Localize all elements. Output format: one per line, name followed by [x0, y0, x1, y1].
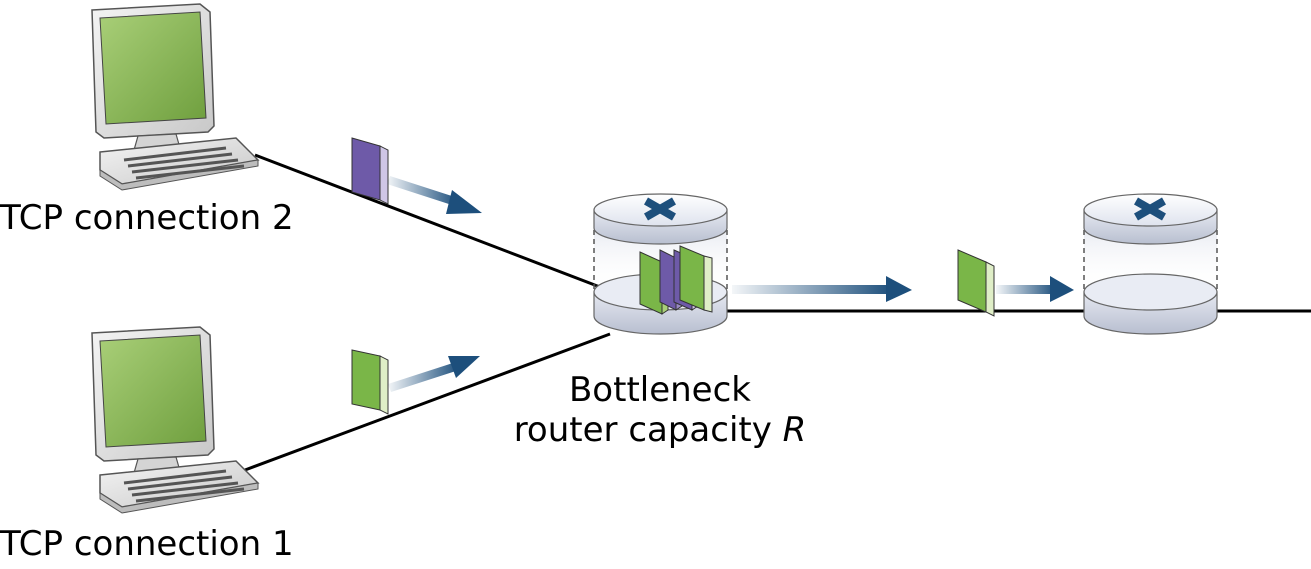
host-label-connection-2: TCP connection 2 — [0, 198, 294, 238]
arrow-icon — [388, 356, 480, 392]
bottleneck-label-line1: Bottleneck — [568, 370, 751, 410]
computer-icon — [90, 2, 260, 192]
router-icon — [1083, 193, 1218, 335]
arrow-icon — [732, 276, 912, 302]
packet-icon — [351, 349, 389, 415]
bottleneck-label: Bottleneck router capacity R — [480, 370, 840, 450]
packet-icon — [679, 245, 713, 313]
link-host1-router — [244, 332, 611, 472]
link-host2-router — [254, 153, 601, 289]
bottleneck-label-line2: router capacity R — [480, 410, 840, 450]
packet-icon — [957, 249, 995, 317]
arrow-icon — [387, 176, 482, 214]
capacity-variable: R — [782, 410, 807, 450]
bottleneck-label-text: router capacity — [513, 410, 783, 450]
packet-icon — [351, 137, 389, 205]
computer-icon — [90, 325, 260, 515]
host-label-connection-1: TCP connection 1 — [0, 524, 294, 564]
arrow-icon — [996, 276, 1074, 302]
